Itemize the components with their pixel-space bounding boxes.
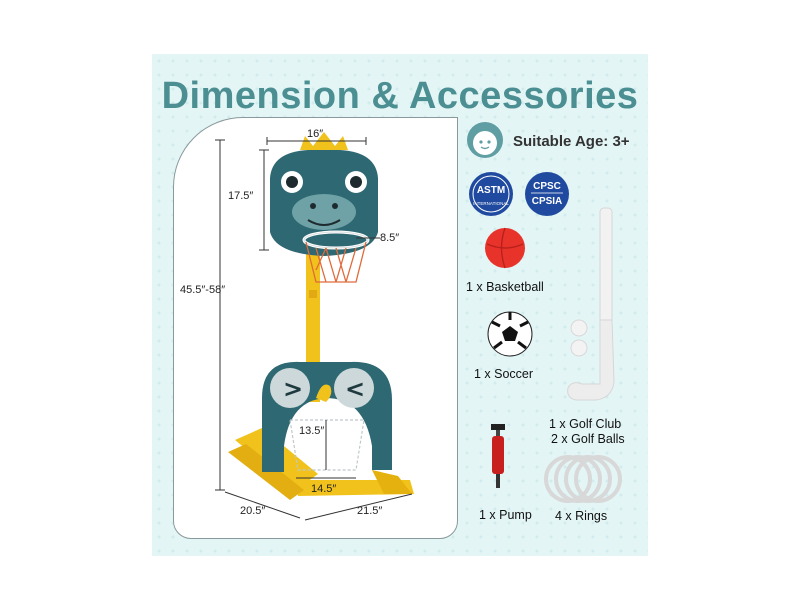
svg-text:ASTM: ASTM	[477, 185, 505, 196]
hoop-net-icon	[302, 230, 370, 283]
dim-total-height: 45.5″-58″	[180, 284, 226, 296]
soccer-ball-icon	[487, 311, 533, 357]
pump-icon	[491, 424, 505, 488]
astm-logo-icon: ASTM INTERNATIONAL	[469, 172, 513, 216]
age-label: Suitable Age: 3+	[513, 133, 630, 150]
dim-board-width: 16″	[307, 128, 324, 140]
rings-icon	[544, 455, 622, 503]
dim-base-depth: 20.5″	[240, 505, 266, 517]
page-title: Dimension & Accessories	[161, 75, 639, 117]
soccer-label: 1 x Soccer	[474, 367, 534, 381]
svg-text:<: <	[345, 375, 365, 403]
backboard-icon	[270, 132, 378, 256]
dimension-lines	[215, 137, 413, 521]
golf-balls-icon	[570, 319, 588, 357]
pump-label: 1 x Pump	[479, 508, 532, 522]
dim-goal-width: 14.5″	[311, 483, 337, 495]
basketball-icon	[485, 227, 525, 269]
frog-goal-icon: > <	[262, 361, 392, 472]
golf-club-label: 1 x Golf Club	[549, 417, 622, 431]
dim-goal-height: 13.5″	[299, 425, 325, 437]
svg-text:CPSC: CPSC	[533, 181, 561, 192]
pole-icon	[306, 232, 320, 402]
dim-rim: 8.5″	[380, 232, 400, 244]
cpsc-logo-icon: CPSC CPSIA	[525, 172, 569, 216]
dim-board-height: 17.5″	[228, 190, 254, 202]
svg-text:INTERNATIONAL: INTERNATIONAL	[473, 201, 509, 206]
basketball-label: 1 x Basketball	[466, 280, 544, 294]
rings-label: 4 x Rings	[555, 509, 608, 523]
dim-base-width: 21.5″	[357, 505, 383, 517]
golf-club-icon	[567, 207, 615, 401]
child-face-icon	[467, 122, 503, 158]
svg-text:>: >	[283, 375, 303, 403]
golf-balls-label: 2 x Golf Balls	[551, 432, 625, 446]
svg-text:CPSIA: CPSIA	[532, 196, 563, 207]
